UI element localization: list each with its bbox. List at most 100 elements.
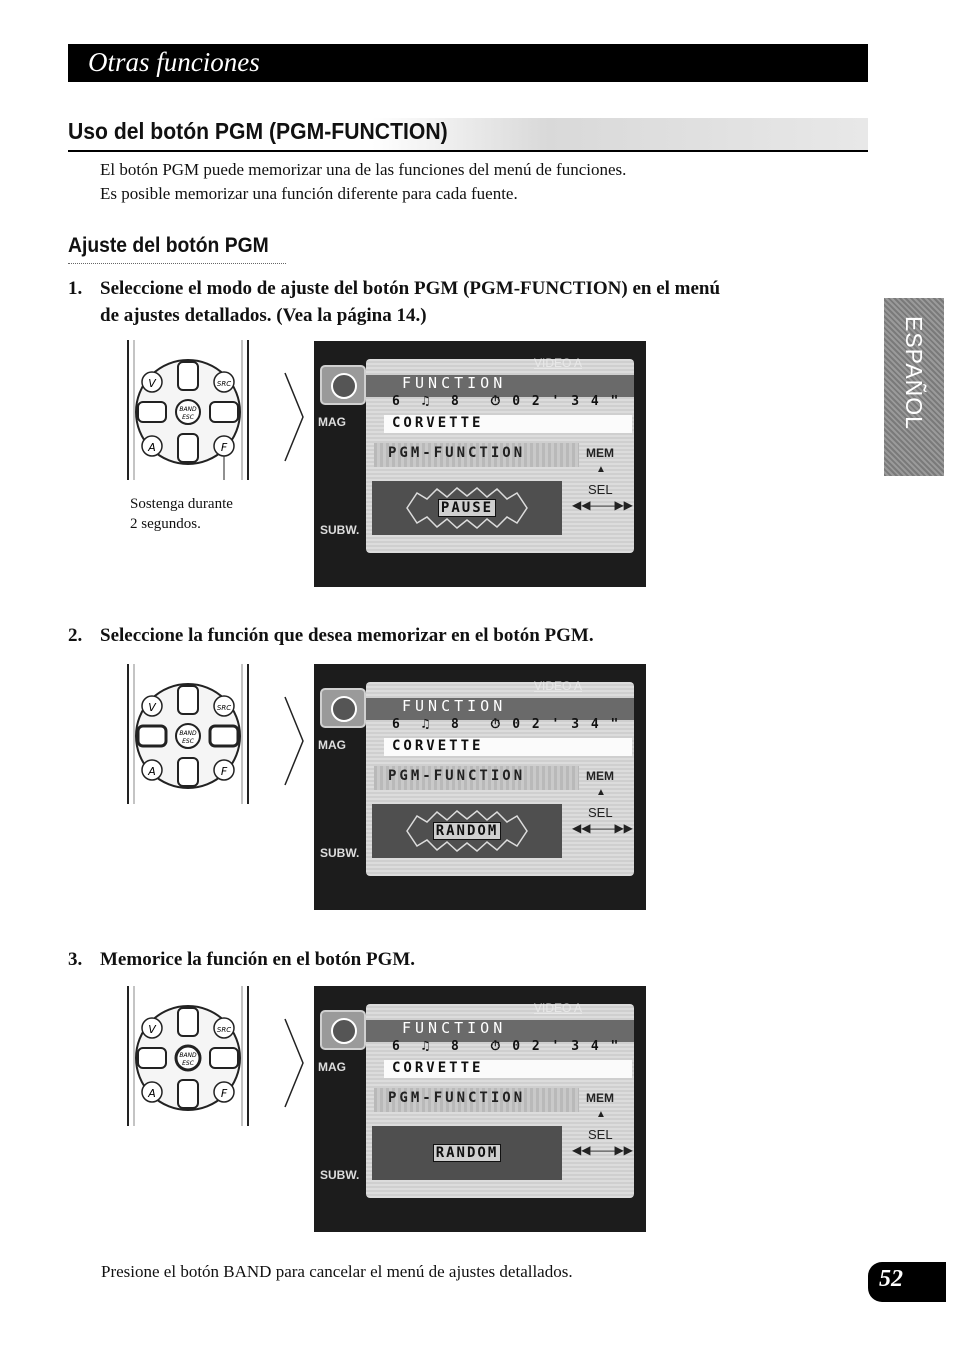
step-number: 1. [68,278,83,299]
subw-label: SUBW. [320,1168,360,1182]
remote-esc: ESC [182,1060,195,1067]
sel-label: SEL [588,1127,613,1142]
disc-icon [320,365,366,405]
page-heading-text: Uso del botón PGM (PGM-FUNCTION) [68,118,448,144]
language-tab: ESPAÑOL [884,298,944,476]
remote-a: A [147,765,156,778]
remote-src: SRC [217,380,231,388]
remote-v: V [148,1023,157,1036]
remote-f: F [221,765,228,778]
disc-title: CORVETTE [392,738,484,754]
step-text: Seleccione la función que desea memoriza… [100,625,594,646]
step-number: 2. [68,625,83,646]
page-number-tab: 52 [868,1262,946,1302]
remote-src: SRC [217,1026,231,1034]
function-title: FUNCTION [402,374,507,392]
sel-label: SEL [588,805,613,820]
remote-a: A [147,441,156,454]
step-number: 3. [68,949,83,970]
remote-band: BAND [179,1052,197,1059]
remote-illustration-3: V SRC BAND ESC A F [124,986,252,1126]
page-number: 52 [879,1266,903,1292]
mem-label: MEM [586,769,614,783]
disc-title: CORVETTE [392,415,484,431]
remote-f: F [221,1087,228,1100]
remote-icon: V SRC BAND ESC A F [127,340,249,480]
state-label: PAUSE [437,499,497,517]
remote-a: A [147,1087,156,1100]
remote-icon: V SRC BAND ESC A F [127,986,249,1126]
remote-esc: ESC [182,414,195,421]
remote-v: V [148,701,157,714]
state-box: RANDOM [372,1126,562,1180]
mag-label: MAG [318,415,346,429]
remote-illustration-1: V SRC BAND ESC A F [124,340,252,480]
track-info: 6 ♫ 8 ⏱ 0 2 ' 3 4 " [392,1039,621,1054]
display-screen-3: VIDEO A FUNCTION 6 ♫ 8 ⏱ 0 2 ' 3 4 " MAG… [314,986,646,1232]
step-2: 2. Seleccione la función que desea memor… [68,625,868,649]
step-3: 3. Memorice la función en el botón PGM. [68,949,868,973]
remote-illustration-2: V SRC BAND ESC A F [124,664,252,804]
function-title: FUNCTION [402,1019,507,1037]
mag-label: MAG [318,1060,346,1074]
pgm-function-row: PGM-FUNCTION [374,443,579,467]
remote-band: BAND [179,730,197,737]
intro-line-2: Es posible memorizar una función diferen… [100,184,518,203]
function-bar [366,1020,634,1042]
video-label: VIDEO A [534,356,583,370]
step-text: Memorice la función en el botón PGM. [100,949,416,970]
subheading-underline [68,263,286,264]
burst-icon [406,810,528,852]
pgm-function-label: PGM-FUNCTION [388,1090,526,1106]
hold-caption: Sostenga durante 2 segundos. [130,494,233,534]
remote-f: F [221,441,228,454]
function-bar [366,375,634,397]
pgm-function-label: PGM-FUNCTION [388,768,526,784]
step-text: Seleccione el modo de ajuste del botón P… [100,278,721,299]
mem-label: MEM [586,446,614,460]
display-screen-2: VIDEO A FUNCTION 6 ♫ 8 ⏱ 0 2 ' 3 4 " MAG… [314,664,646,910]
language-tab-label: ESPAÑOL [901,316,927,430]
mag-label: MAG [318,738,346,752]
nav-arrows-icon: ◀◀——▶▶ [572,498,633,512]
step-1-line-2: de ajustes detallados. (Vea la página 14… [100,305,427,326]
arrow-icon [284,372,304,462]
nav-arrows-icon: ◀◀——▶▶ [572,1143,633,1157]
page-heading: Uso del botón PGM (PGM-FUNCTION) [68,118,868,152]
up-arrow-icon: ▲ [596,787,606,798]
remote-icon: V SRC BAND ESC A F [127,664,249,804]
up-arrow-icon: ▲ [596,1109,606,1120]
section-title-bar: Otras funciones [68,44,868,82]
subw-label: SUBW. [320,846,360,860]
sel-label: SEL [588,482,613,497]
pgm-function-row: PGM-FUNCTION [374,1088,579,1112]
subheading: Ajuste del botón PGM [68,234,269,257]
remote-src: SRC [217,704,231,712]
function-title: FUNCTION [402,697,507,715]
hold-caption-line-1: Sostenga durante [130,496,233,512]
track-info: 6 ♫ 8 ⏱ 0 2 ' 3 4 " [392,717,621,732]
mem-label: MEM [586,1091,614,1105]
remote-esc: ESC [182,738,195,745]
state-label: RANDOM [432,1144,502,1162]
section-title: Otras funciones [88,47,260,77]
disc-title: CORVETTE [392,1060,484,1076]
pgm-function-label: PGM-FUNCTION [388,445,526,461]
intro-line-1: El botón PGM puede memorizar una de las … [100,160,627,179]
video-label: VIDEO A [534,1001,583,1015]
disc-icon [320,688,366,728]
function-bar [366,698,634,720]
video-label: VIDEO A [534,679,583,693]
disc-title-row: CORVETTE [384,1060,632,1078]
display-screen-1: VIDEO A FUNCTION 6 ♫ 8 ⏱ 0 2 ' 3 4 " MAG… [314,341,646,587]
burst-icon [406,487,528,529]
disc-title-row: CORVETTE [384,738,632,756]
subw-label: SUBW. [320,523,360,537]
pgm-function-row: PGM-FUNCTION [374,766,579,790]
arrow-icon [284,1018,304,1108]
state-box: PAUSE [372,481,562,535]
hold-caption-line-2: 2 segundos. [130,516,201,532]
disc-title-row: CORVETTE [384,415,632,433]
remote-v: V [148,377,157,390]
state-label: RANDOM [432,822,502,840]
